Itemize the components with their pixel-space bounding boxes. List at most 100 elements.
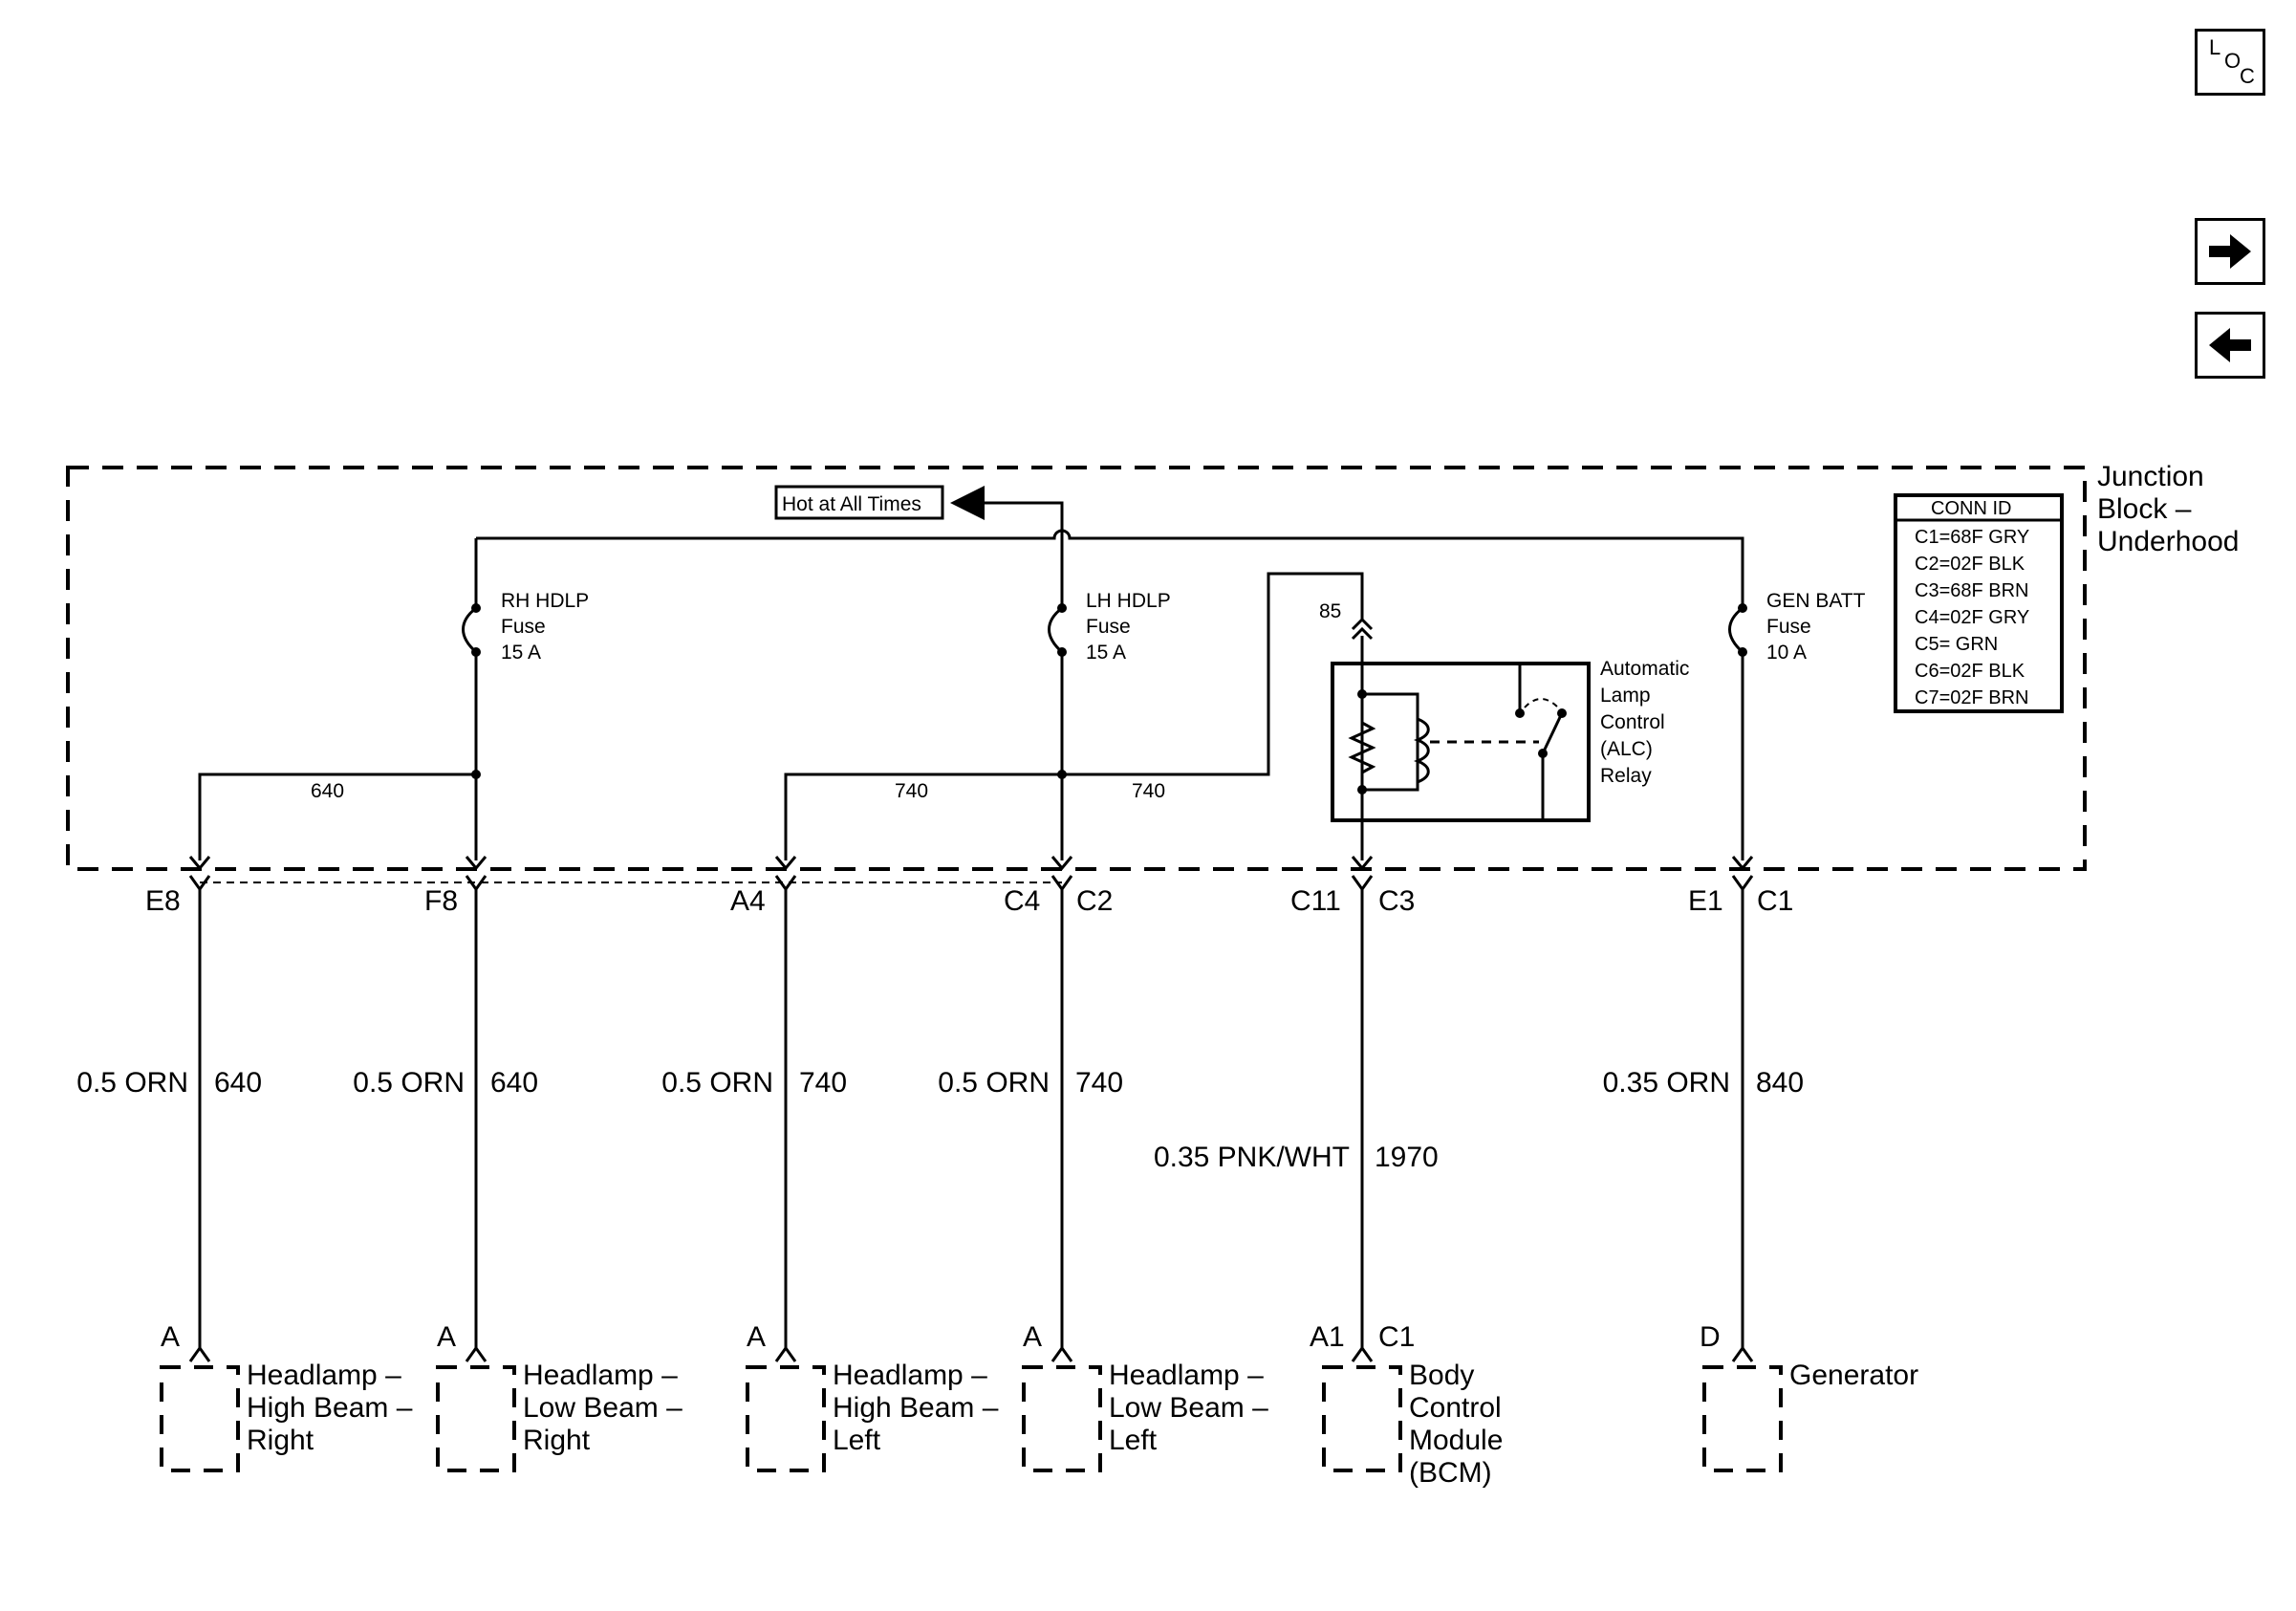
- prev-page-button[interactable]: [2195, 312, 2265, 379]
- headlamp-high-beam-right: Headlamp – High Beam – Right: [247, 1360, 413, 1456]
- gen-fuse-label: 10 A: [1766, 642, 1807, 664]
- svg-text:Headlamp –: Headlamp –: [247, 1360, 401, 1391]
- svg-text:C5= GRN: C5= GRN: [1915, 634, 1998, 655]
- svg-text:C1=68F GRY: C1=68F GRY: [1915, 527, 2029, 548]
- junction-block-label: Underhood: [2097, 526, 2239, 557]
- junction-block-label: Block –: [2097, 493, 2192, 525]
- lh-hdlp-fuse: [1048, 603, 1067, 657]
- hot-feed-wire: [950, 486, 1064, 532]
- component-pin: A: [747, 1321, 766, 1353]
- component-boxes: [160, 1365, 1783, 1472]
- junction-block-outline: [66, 466, 2087, 871]
- svg-text:Headlamp –: Headlamp –: [523, 1360, 678, 1391]
- svg-text:C3=68F BRN: C3=68F BRN: [1915, 580, 2029, 601]
- loc-letter-c: C: [2240, 64, 2255, 88]
- wire-circuit: 640: [490, 1067, 538, 1099]
- svg-text:C2=02F BLK: C2=02F BLK: [1915, 554, 2025, 575]
- connector-f8: F8: [424, 885, 458, 917]
- junction-block-label: Junction: [2097, 461, 2204, 492]
- svg-text:Body: Body: [1409, 1360, 1474, 1391]
- next-page-button[interactable]: [2195, 218, 2265, 285]
- arrow-left-icon: [2209, 328, 2251, 362]
- internal-circuit-740-right: 740: [1132, 780, 1165, 802]
- svg-text:Left: Left: [833, 1425, 881, 1456]
- connector-e1: E1: [1688, 885, 1723, 917]
- svg-text:Low Beam –: Low Beam –: [523, 1392, 682, 1424]
- connector-a4: A4: [730, 885, 766, 917]
- relay-label: Automatic: [1600, 658, 1689, 680]
- wire-circuit: 840: [1756, 1067, 1804, 1099]
- relay-label: Control: [1600, 711, 1665, 733]
- conn-id-table: CONN ID C1=68F GRY C2=02F BLK C3=68F BRN…: [1894, 493, 2064, 713]
- component-connector: C1: [1378, 1321, 1415, 1353]
- connector-c2: C2: [1076, 885, 1113, 917]
- relay-pin-85: 85: [1319, 600, 1341, 622]
- internal-wire-640: [198, 652, 478, 860]
- harness-wires: [188, 875, 1754, 1362]
- internal-circuit-640: 640: [311, 780, 344, 802]
- svg-text:(BCM): (BCM): [1409, 1457, 1492, 1489]
- svg-text:Low Beam –: Low Beam –: [1109, 1392, 1268, 1424]
- svg-text:Generator: Generator: [1789, 1360, 1918, 1391]
- svg-text:Control: Control: [1409, 1392, 1502, 1424]
- svg-text:CONN ID: CONN ID: [1931, 498, 2011, 519]
- svg-text:Right: Right: [247, 1425, 314, 1456]
- wire-circuit: 740: [1075, 1067, 1123, 1099]
- wire-gauge: 0.5 ORN: [938, 1067, 1050, 1099]
- wire-circuit: 640: [214, 1067, 262, 1099]
- lh-fuse-label: Fuse: [1086, 616, 1131, 638]
- connector-c4: C4: [1004, 885, 1040, 917]
- wire-gauge: 0.35 PNK/WHT: [1154, 1142, 1350, 1173]
- gen-fuse-label: Fuse: [1766, 616, 1811, 638]
- wire-gauge: 0.5 ORN: [76, 1067, 188, 1099]
- component-pin: D: [1700, 1321, 1721, 1353]
- location-button[interactable]: L O C: [2195, 29, 2265, 96]
- wire-gauge: 0.35 ORN: [1603, 1067, 1730, 1099]
- wire-gauge: 0.5 ORN: [661, 1067, 773, 1099]
- connector-arrows: [188, 856, 1754, 871]
- battery-bus-wire: [476, 529, 1744, 604]
- rh-fuse-label: RH HDLP: [501, 590, 589, 612]
- svg-text:High Beam –: High Beam –: [247, 1392, 413, 1424]
- connector-e8: E8: [145, 885, 181, 917]
- relay-label: Lamp: [1600, 685, 1651, 707]
- loc-letter-l: L: [2209, 35, 2221, 59]
- rh-fuse-label: 15 A: [501, 642, 541, 664]
- generator: Generator: [1789, 1360, 1918, 1391]
- svg-text:Right: Right: [523, 1425, 591, 1456]
- arrow-right-icon: [2209, 234, 2251, 269]
- wire-gauge: 0.5 ORN: [353, 1067, 465, 1099]
- rh-fuse-label: Fuse: [501, 616, 546, 638]
- svg-text:Headlamp –: Headlamp –: [1109, 1360, 1264, 1391]
- internal-wire-740: [784, 572, 1364, 860]
- headlamp-high-beam-left: Headlamp – High Beam – Left: [833, 1360, 999, 1456]
- body-control-module: Body Control Module (BCM): [1409, 1360, 1503, 1489]
- svg-text:Module: Module: [1409, 1425, 1503, 1456]
- svg-text:C7=02F BRN: C7=02F BRN: [1915, 687, 2029, 708]
- headlamp-low-beam-left: Headlamp – Low Beam – Left: [1109, 1360, 1268, 1456]
- internal-circuit-740-left: 740: [895, 780, 928, 802]
- connector-c3: C3: [1378, 885, 1415, 917]
- svg-text:Headlamp –: Headlamp –: [833, 1360, 987, 1391]
- component-pin: A: [1023, 1321, 1042, 1353]
- wire-circuit: 1970: [1375, 1142, 1439, 1173]
- alc-relay: [1331, 662, 1591, 860]
- gen-fuse-label: GEN BATT: [1766, 590, 1866, 612]
- hot-at-all-times-label: Hot at All Times: [782, 493, 921, 515]
- component-pin: A1: [1310, 1321, 1345, 1353]
- svg-text:C6=02F BLK: C6=02F BLK: [1915, 661, 2025, 682]
- relay-label: Relay: [1600, 765, 1652, 787]
- svg-text:C4=02F GRY: C4=02F GRY: [1915, 607, 2029, 628]
- svg-text:High Beam –: High Beam –: [833, 1392, 999, 1424]
- loc-letter-o: O: [2224, 49, 2242, 73]
- component-pin: A: [437, 1321, 456, 1353]
- svg-text:Left: Left: [1109, 1425, 1158, 1456]
- hot-at-all-times-box: [774, 485, 944, 520]
- connector-c1: C1: [1757, 885, 1793, 917]
- rh-hdlp-fuse: [462, 603, 481, 657]
- lh-fuse-label: 15 A: [1086, 642, 1126, 664]
- headlamp-low-beam-right: Headlamp – Low Beam – Right: [523, 1360, 682, 1456]
- relay-label: (ALC): [1600, 738, 1653, 760]
- connector-c11: C11: [1290, 885, 1341, 917]
